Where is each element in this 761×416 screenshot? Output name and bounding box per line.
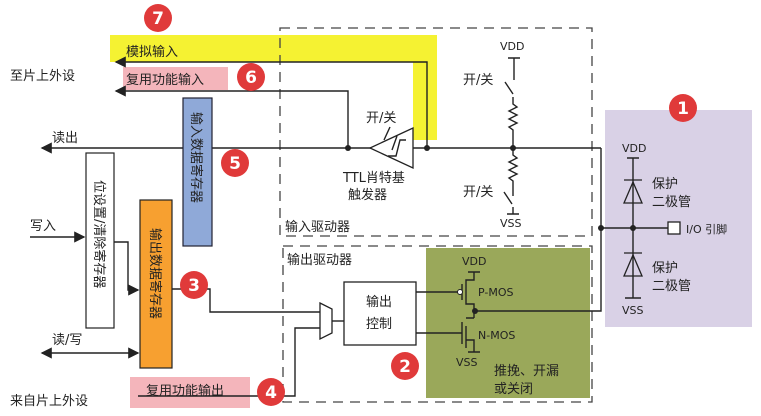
read-write-label: 读/写 (52, 333, 82, 348)
lower-diode-label-2: 二极管 (652, 279, 691, 294)
schmitt-label-1: TTL肖特基 (342, 171, 405, 186)
bit-set-reset-register-label: 位设置/清除寄存器 (91, 180, 107, 288)
io-pin-label: I/O 引脚 (686, 222, 727, 236)
pullup-vdd-label: VDD (500, 40, 524, 53)
output-stage-area (426, 248, 590, 398)
output-control-label-1: 输出 (366, 294, 392, 310)
svg-text:1: 1 (677, 99, 689, 119)
pulldown-on-off-label: 开/关 (463, 185, 493, 200)
marker-7: 7 (144, 4, 172, 32)
output-data-register (139, 199, 173, 369)
pullup-on-off-label: 开/关 (463, 73, 493, 88)
marker-5: 5 (221, 149, 249, 177)
marker-4: 4 (257, 378, 285, 406)
analog-highlight (110, 35, 437, 140)
output-control-box (343, 281, 417, 346)
upper-diode-label-1: 保护 (652, 177, 678, 192)
svg-text:7: 7 (152, 9, 164, 29)
marker-3: 3 (180, 271, 208, 299)
input-data-register-label: 输入数据寄存器 (188, 112, 204, 203)
pmos-label: P-MOS (478, 286, 514, 299)
read-out-label: 读出 (52, 131, 78, 146)
protection-area (605, 110, 752, 327)
svg-text:5: 5 (229, 154, 241, 174)
svg-text:4: 4 (265, 383, 277, 403)
alt-output-highlight (130, 377, 250, 408)
to-peripheral-label: 至片上外设 (10, 69, 75, 84)
analog-input-label: 模拟输入 (126, 44, 178, 60)
alt-input-highlight (123, 67, 228, 90)
write-in-label: 写入 (30, 219, 56, 234)
from-peripheral-label: 来自片上外设 (10, 394, 88, 409)
output-driver-label: 输出驱动器 (287, 252, 352, 268)
input-data-register (182, 97, 213, 247)
output-control-label-2: 控制 (366, 317, 392, 332)
svg-text:3: 3 (188, 276, 200, 296)
marker-6: 6 (237, 63, 265, 91)
pulldown-vss-label: VSS (500, 217, 522, 230)
schmitt-label-2: 触发器 (348, 187, 387, 203)
output-mode-label-2: 或关闭 (494, 382, 533, 397)
output-driver-box (282, 245, 593, 403)
marker-2: 2 (391, 352, 419, 380)
input-driver-label: 输入驱动器 (285, 219, 350, 235)
trigger-on-off-label: 开/关 (366, 111, 396, 126)
diode-vdd-label: VDD (622, 142, 646, 155)
nmos-label: N-MOS (478, 329, 515, 342)
marker-1: 1 (669, 94, 697, 122)
pmos-vdd-label: VDD (462, 255, 486, 268)
io-pin[interactable] (667, 221, 681, 235)
output-data-register-label: 输出数据寄存器 (147, 228, 163, 319)
output-mode-label-1: 推挽、开漏 (494, 363, 559, 379)
bit-set-reset-register (85, 152, 115, 329)
schmitt-trigger (368, 126, 414, 170)
lower-diode-label-1: 保护 (652, 261, 678, 276)
input-driver-box (279, 27, 593, 237)
svg-text:2: 2 (399, 357, 411, 377)
svg-text:6: 6 (245, 68, 257, 88)
nmos-vss-label: VSS (456, 356, 478, 369)
alt-output-label: 复用功能输出 (146, 383, 224, 399)
alt-input-label: 复用功能输入 (126, 72, 204, 88)
output-mux (319, 301, 333, 341)
diode-vss-label: VSS (622, 304, 644, 317)
upper-diode-label-2: 二极管 (652, 195, 691, 210)
